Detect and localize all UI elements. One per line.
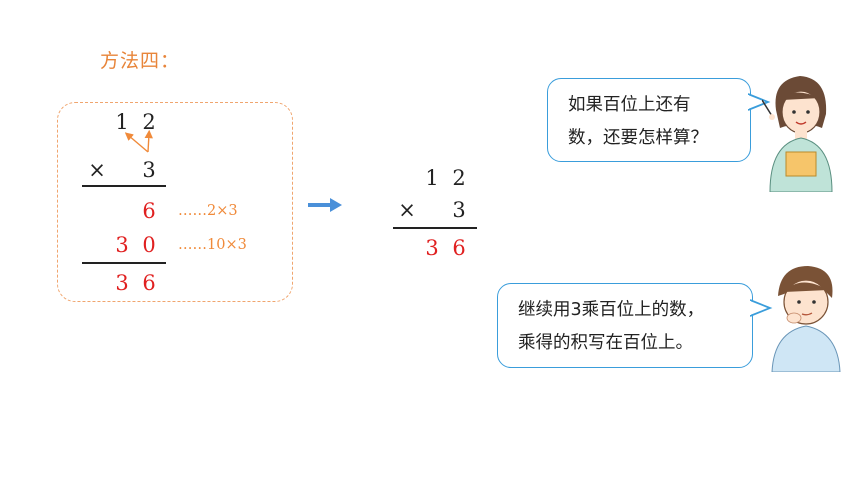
compact-multiplier: 3 bbox=[452, 198, 466, 222]
partial-product-2-tens: 3 bbox=[115, 233, 129, 257]
method-box bbox=[57, 102, 293, 302]
compact-result-tens: 3 bbox=[425, 236, 439, 260]
method-title: 方法四： bbox=[100, 50, 181, 72]
compact-divider bbox=[393, 227, 477, 229]
result-tens: 3 bbox=[115, 271, 129, 295]
times-sign: × bbox=[88, 158, 106, 182]
multiplier: 3 bbox=[142, 158, 156, 182]
compact-times-sign: × bbox=[398, 198, 416, 222]
divider-line-1 bbox=[82, 185, 166, 187]
student-speech-bubble: 继续用3乘百位上的数， 乘得的积写在百位上。 bbox=[497, 283, 753, 368]
partial-product-1: 6 bbox=[142, 199, 156, 223]
partial-note-2: ……10×3 bbox=[178, 237, 247, 253]
multiplicand-ones: 2 bbox=[142, 110, 156, 134]
compact-result-ones: 6 bbox=[452, 236, 466, 260]
result-ones: 6 bbox=[142, 271, 156, 295]
right-arrow-icon bbox=[308, 198, 342, 212]
divider-line-2 bbox=[82, 262, 166, 264]
teacher-bubble-tail bbox=[748, 93, 771, 111]
student-bubble-line-1: 继续用3乘百位上的数， bbox=[518, 300, 705, 320]
student-illustration bbox=[771, 266, 841, 372]
multiplicand-tens: 1 bbox=[115, 110, 129, 134]
student-bubble-line-2: 乘得的积写在百位上。 bbox=[518, 333, 693, 353]
teacher-bubble-line-1: 如果百位上还有 bbox=[568, 95, 691, 115]
partial-product-2-ones: 0 bbox=[142, 233, 156, 257]
compact-multiplicand-ones: 2 bbox=[452, 166, 466, 190]
pointer-arrows bbox=[124, 129, 153, 153]
teacher-bubble-line-2: 数，还要怎样算？ bbox=[568, 128, 708, 148]
teacher-speech-bubble: 如果百位上还有 数，还要怎样算？ bbox=[547, 78, 751, 162]
teacher-illustration bbox=[762, 76, 833, 192]
student-bubble-tail bbox=[750, 299, 773, 317]
partial-note-1: ……2×3 bbox=[178, 203, 238, 219]
compact-multiplicand-tens: 1 bbox=[425, 166, 439, 190]
